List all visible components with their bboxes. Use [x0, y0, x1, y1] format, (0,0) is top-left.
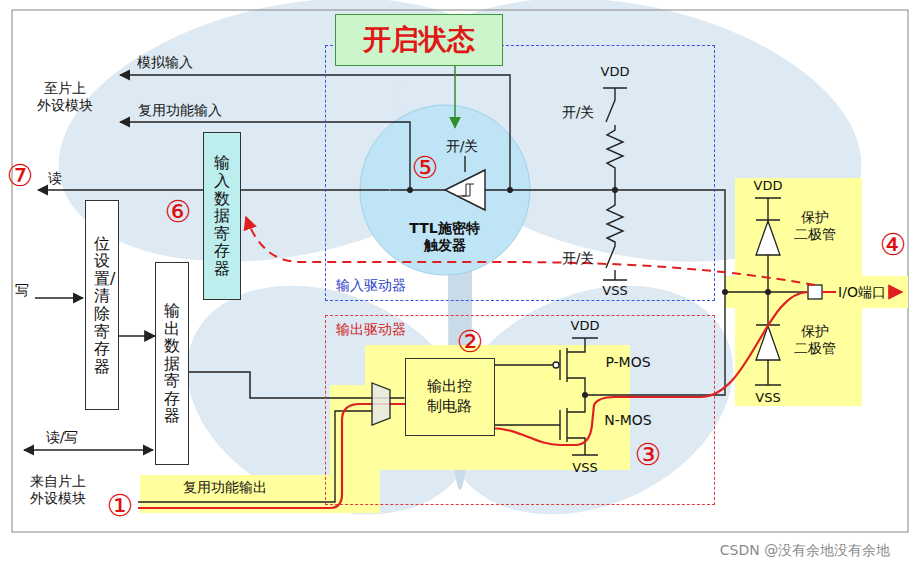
- output-signal-path: [138, 292, 902, 508]
- label: 来自片上 外设模块: [30, 473, 86, 507]
- node-text: 位设置/清除寄存器: [94, 235, 110, 376]
- signal-label: 模拟输入: [137, 54, 193, 71]
- watermark: CSDN @没有余地没有余地: [720, 542, 890, 559]
- input-driver-region: 输入驱动器 TTL施密特 触发器: [325, 45, 715, 301]
- node-text: 输出数据寄存器: [164, 302, 180, 425]
- supply-label: VDD: [571, 318, 600, 334]
- node-text: TTL施密特 触发器: [409, 220, 479, 254]
- signal-label: 复用功能输出: [181, 479, 269, 496]
- wires: [24, 75, 808, 502]
- connector: [454, 66, 456, 128]
- signal-label: 写: [15, 282, 29, 299]
- output-driver-region: 输出驱动器输出控制电路: [325, 315, 715, 505]
- supply-label: VDD: [601, 64, 630, 80]
- highlight-regions: [140, 178, 908, 513]
- callout-number: ④: [880, 230, 907, 260]
- pmos-gate-bubble: [553, 362, 559, 368]
- signal-label: 读/写: [46, 429, 79, 446]
- signal-label: 复用功能输入: [138, 102, 222, 119]
- node-text: 输入驱动器: [336, 277, 406, 295]
- register-box: 输入数据寄存器: [203, 132, 241, 300]
- switch-label: 开/关: [562, 250, 595, 267]
- connector: [241, 189, 390, 191]
- supply-label: VSS: [602, 283, 627, 299]
- trigger-block: TTL施密特 触发器: [390, 128, 500, 256]
- node-text: 输出控制电路: [426, 377, 474, 416]
- schmitt-trigger-symbol: [445, 170, 485, 210]
- outer-border: [12, 10, 908, 532]
- switch-label: 开/关: [446, 138, 479, 155]
- transistor-label: P-MOS: [605, 354, 650, 371]
- callout-number: ⑦: [7, 161, 34, 191]
- node-text: 输出驱动器: [336, 321, 406, 339]
- callout-box: 开启状态: [335, 14, 503, 66]
- diode-label: 保护 二极管: [794, 323, 836, 357]
- mux-symbol: [372, 383, 390, 425]
- node-text: 输入数据寄存器: [214, 154, 230, 277]
- connector: [119, 335, 155, 337]
- pin-label: I/O端口: [836, 284, 888, 301]
- node-text: 开启状态: [363, 21, 475, 59]
- process-box: 输出控制电路: [405, 358, 495, 436]
- callout-number: ①: [107, 491, 134, 521]
- register-box: 输出数据寄存器: [155, 262, 189, 465]
- transistor-label: N-MOS: [604, 412, 652, 429]
- register-box: 位设置/清除寄存器: [85, 200, 119, 410]
- input-signal-path: [246, 217, 815, 285]
- diode-label: 保护 二极管: [794, 209, 836, 243]
- callout-number: ②: [457, 327, 484, 357]
- supply-label: VDD: [754, 178, 783, 194]
- io-pin: [808, 285, 822, 299]
- switch-label: 开/关: [562, 104, 595, 121]
- label: 至片上 外设模块: [37, 80, 93, 114]
- supply-label: VSS: [755, 390, 780, 406]
- callout-number: ⑤: [412, 153, 439, 183]
- supply-label: VSS: [572, 460, 597, 476]
- callout-number: ⑥: [165, 197, 192, 227]
- callout-number: ③: [635, 440, 662, 470]
- signal-label: 读: [48, 170, 62, 187]
